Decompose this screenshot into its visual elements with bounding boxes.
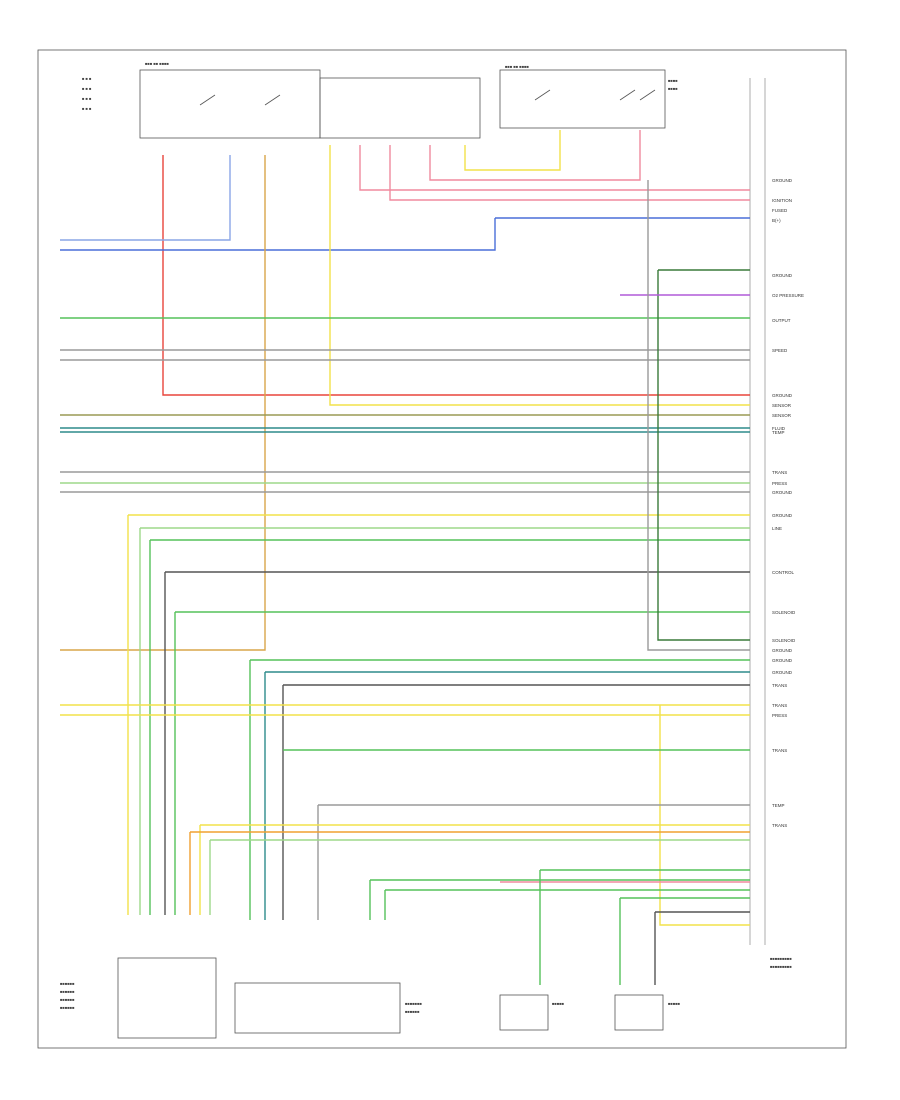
right-label: SPEED: [772, 348, 788, 353]
right-label: GROUND: [772, 513, 793, 518]
right-labels: GROUND IGNITION FUSED B(+) GROUND O2 PRESSURE…: [772, 178, 804, 828]
output-speed-sensor: [614, 994, 664, 1031]
right-label: SENSOR: [772, 403, 792, 408]
svg-text:■■■ ■■ ■■■■: ■■■ ■■ ■■■■: [145, 61, 170, 66]
right-connector: [749, 78, 766, 945]
wire-blue: [60, 218, 496, 251]
right-label: TEMP: [772, 803, 785, 808]
wire-darkgreen: [657, 270, 750, 641]
right-label: IGNITION: [772, 198, 792, 203]
svg-text:■ ■ ■: ■ ■ ■: [82, 96, 92, 101]
svg-text:■■■■■■: ■■■■■■: [60, 981, 75, 986]
right-label: TRANS: [772, 748, 787, 753]
svg-text:■ ■ ■: ■ ■ ■: [82, 86, 92, 91]
svg-text:■■■■■■: ■■■■■■: [60, 989, 75, 994]
svg-text:■■■■■: ■■■■■: [668, 1001, 681, 1006]
svg-text:■■■■■■: ■■■■■■: [60, 1005, 75, 1010]
right-label: SOLENOID: [772, 638, 796, 643]
svg-text:■■■■: ■■■■: [668, 78, 678, 83]
svg-text:■■■ ■■ ■■■■: ■■■ ■■ ■■■■: [505, 64, 530, 69]
right-label: PRESS: [772, 713, 787, 718]
svg-text:■■■■■■■■■: ■■■■■■■■■: [770, 956, 792, 961]
right-label: TRANS: [772, 823, 787, 828]
right-label: OUTPUT: [772, 318, 791, 323]
wire-pink: [429, 130, 641, 181]
right-label: CONTROL: [772, 570, 794, 575]
pressure-switch-block: [234, 982, 401, 1034]
wire-yellow: [329, 145, 750, 406]
svg-text:■■■■■■: ■■■■■■: [60, 997, 75, 1002]
top-module-1: ■ ■ ■ ■ ■ ■ ■ ■ ■ ■ ■ ■ ■■■ ■■ ■■■■ ■■■ …: [82, 61, 678, 139]
wire-pink: [359, 145, 750, 191]
right-label: TRANS: [772, 683, 787, 688]
right-label: GROUND: [772, 658, 793, 663]
right-label: GROUND: [772, 490, 793, 495]
wire-yellow: [464, 130, 561, 171]
right-label: GROUND: [772, 648, 793, 653]
right-label: PRESS: [772, 481, 787, 486]
right-label: GROUND: [772, 670, 793, 675]
wire-lightblue: [60, 155, 231, 241]
right-label: GROUND: [772, 273, 793, 278]
wire-gray: [647, 180, 750, 651]
solenoid-pack: [117, 957, 217, 1039]
right-label: TEMP: [772, 430, 785, 435]
svg-text:■ ■ ■: ■ ■ ■: [82, 76, 92, 81]
svg-text:■■■■■■■■■: ■■■■■■■■■: [770, 964, 792, 969]
right-label: TRANS: [772, 470, 787, 475]
diagram-border: [37, 49, 847, 1049]
wire-red: [162, 155, 750, 396]
right-label: GROUND: [772, 393, 793, 398]
wire-pink: [389, 145, 750, 201]
svg-text:■■■■■■■: ■■■■■■■: [405, 1001, 422, 1006]
wire-yellow: [659, 705, 750, 926]
right-label: SOLENOID: [772, 610, 796, 615]
svg-text:■■■■■■: ■■■■■■: [405, 1009, 420, 1014]
right-label: O2 PRESSURE: [772, 293, 804, 298]
right-label: LINE: [772, 526, 782, 531]
right-label: FLUID: [772, 426, 786, 431]
right-label: B(+): [772, 218, 781, 223]
right-label: TRANS: [772, 703, 787, 708]
svg-text:■ ■ ■: ■ ■ ■: [82, 106, 92, 111]
wires: [60, 130, 750, 985]
svg-text:■■■■: ■■■■: [668, 86, 678, 91]
right-label: SENSOR: [772, 413, 792, 418]
input-speed-sensor: [499, 994, 549, 1031]
right-label: GROUND: [772, 178, 793, 183]
svg-text:■■■■■: ■■■■■: [552, 1001, 565, 1006]
right-label: FUSED: [772, 208, 788, 213]
bottom-components: ■■■■■■ ■■■■■■ ■■■■■■ ■■■■■■ ■■■■■■■ ■■■■…: [60, 956, 792, 1039]
